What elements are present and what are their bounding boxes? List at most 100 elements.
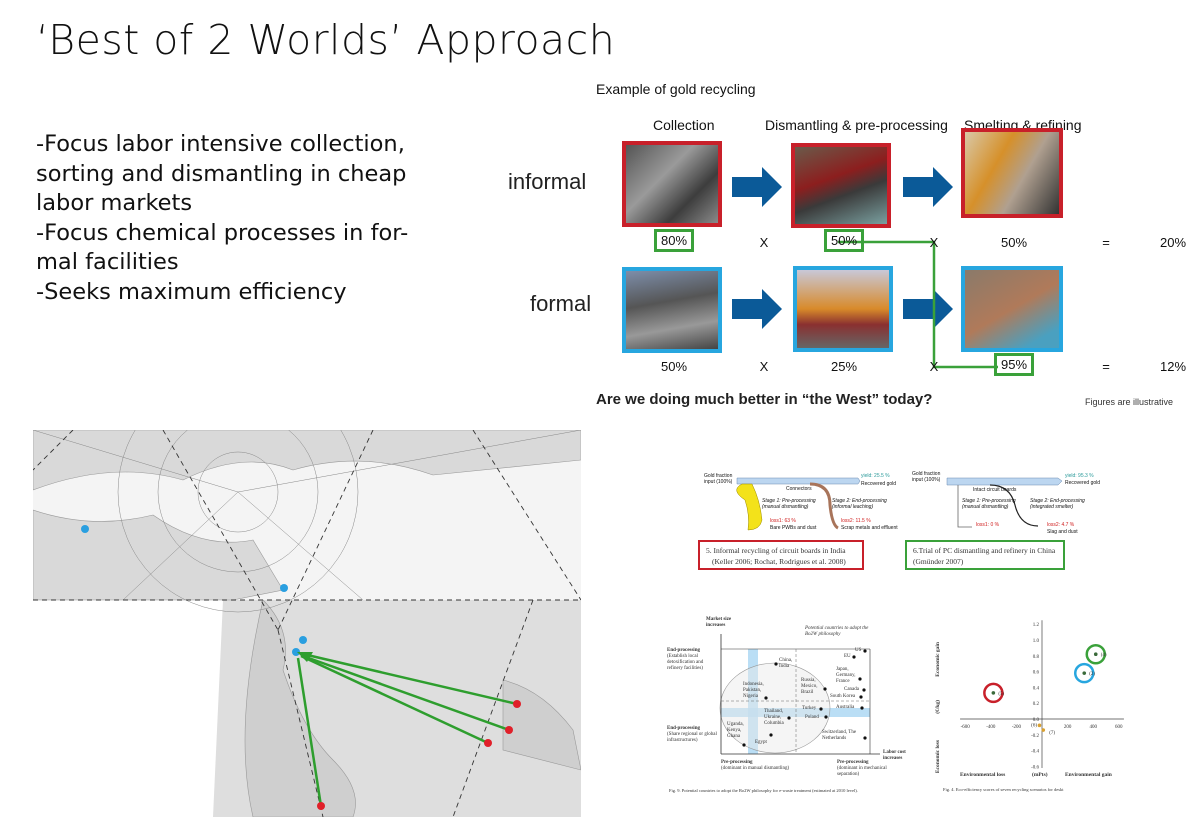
location-dot <box>505 726 513 734</box>
sankey-label: Recovered gold <box>861 481 897 487</box>
result-value: 12% <box>1159 359 1187 374</box>
case-caption-india: 5. Informal recycling of circuit boards … <box>698 540 864 570</box>
photo-formal-collection <box>622 267 722 353</box>
slide-title: ‘Best of 2 Worlds’ Approach <box>36 16 616 64</box>
equals-sign: = <box>1102 359 1110 374</box>
label: End-processing <box>667 726 700 731</box>
sankey-label: Stage 1: Pre-processing (manual dismantl… <box>962 498 1016 510</box>
country-group: Japan, Germany, France <box>836 667 856 684</box>
photo-informal-smelting <box>961 128 1063 218</box>
x-axis-label: Labor cost increases <box>883 750 906 761</box>
sankey-label: yield: 25.5 % <box>861 473 890 479</box>
bottom-label-left: Pre-processing(dominant in manual disman… <box>721 760 791 772</box>
country-group: Switzerland, The Netherlands <box>822 730 857 741</box>
y-label-top: Economic gain <box>935 642 941 677</box>
caption-line: 6.Trial of PC dismantling and refinery i… <box>913 546 1056 555</box>
x-label-right: Environmental gain <box>1065 772 1112 778</box>
point-label: (6) <box>1031 723 1037 728</box>
times-sign: X <box>759 235 769 250</box>
country-group: Turkey <box>802 706 817 711</box>
country-group: Canada <box>844 687 859 692</box>
label: Pre-processing <box>721 760 753 765</box>
country-group: Australia <box>836 705 855 710</box>
note-text: Figures are illustrative <box>1085 397 1174 407</box>
sankey-comparison: Gold fraction input (100%) yield: 25.5 %… <box>690 460 1170 590</box>
bullet: -Seeks maximum efficiency <box>36 278 347 305</box>
x-tick-label: 400 <box>1089 725 1097 730</box>
y-tick-label: 0.4 <box>1033 686 1040 691</box>
sankey-label: loss1: 0 % <box>976 522 1000 528</box>
y-label-unit: (€/kg) <box>935 700 941 714</box>
country-group: Egypt <box>755 740 767 745</box>
country-group: China, India <box>779 658 793 669</box>
country-group: Thailand, Ukraine, Columbia <box>764 709 784 726</box>
point-label: (2) <box>1089 672 1095 677</box>
highlight-ring <box>1085 643 1107 665</box>
label: End-processing <box>667 648 700 653</box>
sankey-label: Scrap metals and effluent <box>841 525 898 531</box>
gold-recycling-diagram: Example of gold recycling Collection Dis… <box>508 75 1200 420</box>
y-tick-label: 0.0 <box>1033 718 1040 723</box>
arrow-right-icon <box>903 289 953 329</box>
label: (dominant in manual dismantling) <box>721 766 790 771</box>
label: (Share regional or global infrastructure… <box>667 732 717 743</box>
value: 50% <box>660 359 688 374</box>
location-dot <box>299 636 307 644</box>
location-dot <box>81 525 89 533</box>
sankey-label: Gold fraction input (100%) <box>912 471 941 483</box>
sankey-label: Slag and dust <box>1047 529 1078 535</box>
y-tick-label: 0.6 <box>1033 671 1040 676</box>
label: (Establish local detoxification and refi… <box>667 654 704 671</box>
label: (dominant in mechanical separation) <box>837 766 887 777</box>
value: 25% <box>830 359 858 374</box>
photo-manual-dismantling <box>791 143 891 228</box>
point-label: (5) <box>998 692 1004 697</box>
sankey-label: Stage 2: End-processing (integrated smel… <box>1030 498 1085 510</box>
equals-sign: = <box>1102 235 1110 250</box>
arrow-right-icon <box>903 167 953 207</box>
caption-line: (Gmünder 2007) <box>913 557 964 566</box>
sankey-label: Stage 1: Pre-processing (manual dismantl… <box>762 498 816 510</box>
data-point <box>1037 723 1042 728</box>
row-label-formal: formal <box>530 291 592 316</box>
label: Pre-processing <box>837 760 869 765</box>
arrow-right-icon <box>732 167 782 207</box>
location-dot <box>292 648 300 656</box>
sankey-label: loss2: 11.5 % <box>841 518 871 524</box>
bullet: -Focus labor intensive collection, sorti… <box>36 131 407 216</box>
country-group: EU <box>844 654 851 659</box>
red-locations <box>317 700 521 810</box>
value: 50% <box>1000 235 1028 250</box>
world-map-polar <box>33 430 581 817</box>
times-sign: X <box>929 359 939 374</box>
figure-caption: Fig. 4. Eco-efficiency scores of seven r… <box>943 787 1064 792</box>
bo2w-country-chart: Market size increases Labor cost increas… <box>664 614 924 804</box>
y-tick-label: -0.6 <box>1031 765 1039 770</box>
country-group: Indonesia, Pakistan, Nigeria <box>743 682 764 699</box>
photo-smelter-aerial <box>961 266 1063 352</box>
y-tick-label: 1.2 <box>1033 623 1040 628</box>
country-group: Uganda, Kenya, Ghana <box>727 722 744 739</box>
location-dot <box>513 700 521 708</box>
x-tick-label: -600 <box>961 725 971 730</box>
caption-line: 5. Informal recycling of circuit boards … <box>706 546 846 555</box>
times-sign: X <box>929 235 939 250</box>
location-dot <box>484 739 492 747</box>
blue-locations <box>81 525 307 656</box>
value-highlight: 80% <box>653 229 695 252</box>
caption-line: (Keller 2006; Rochat, Rodrigues et al. 2… <box>712 557 846 566</box>
country-group: Poland <box>805 715 819 720</box>
sankey-label: Stage 2: End-processing (informal leachi… <box>832 498 887 510</box>
x-tick-label: 200 <box>1064 725 1072 730</box>
x-tick-label: -400 <box>986 725 996 730</box>
row-label-informal: informal <box>508 169 587 194</box>
point-label: (7) <box>1049 731 1055 736</box>
x-tick-label: 600 <box>1115 725 1123 730</box>
point-label: (4) <box>1101 653 1107 658</box>
location-dot <box>317 802 325 810</box>
country-group: South Korea <box>830 694 856 699</box>
highlight-ring <box>1073 662 1095 684</box>
y-tick-label: 0.2 <box>1033 702 1040 707</box>
left-label-top: End-processing(Establish local detoxific… <box>667 648 717 672</box>
